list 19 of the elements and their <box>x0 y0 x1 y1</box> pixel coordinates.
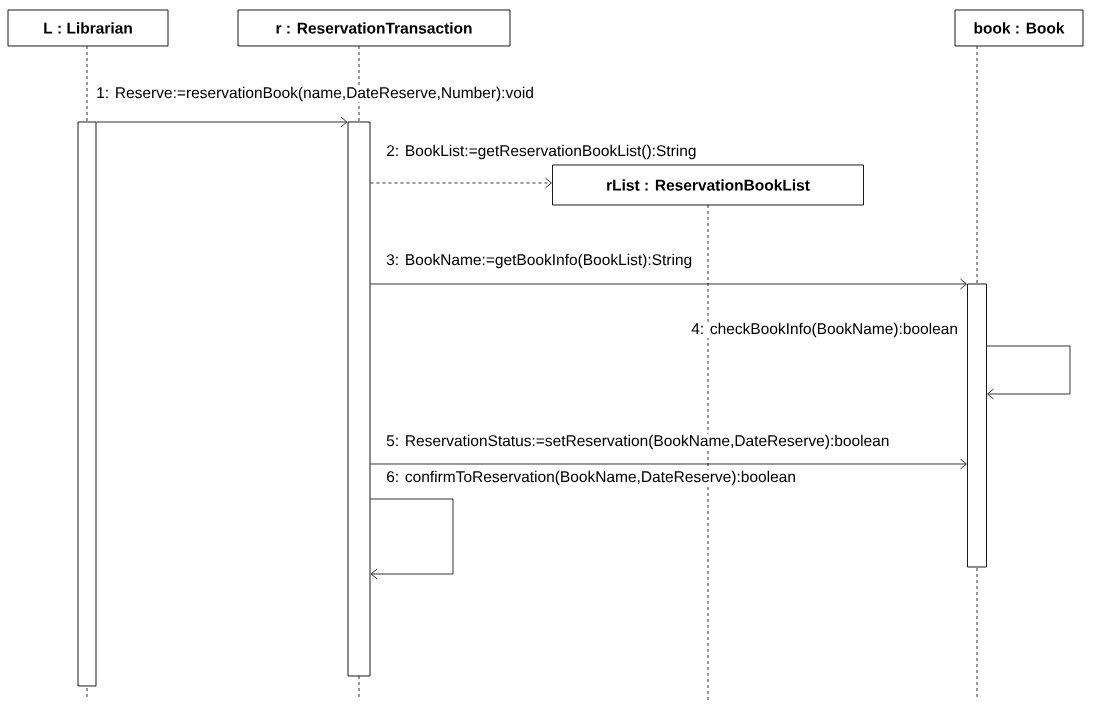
message-label: 6: confirmToReservation(BookName,DateReserve):boolean <box>385 469 797 487</box>
object-box: L : Librarian <box>7 9 169 47</box>
message-arrow <box>370 278 967 290</box>
message-label: 5: ReservationStatus:=setReservation(BookName,DateReserve):boolean <box>385 433 891 451</box>
object-box: book : Book <box>954 9 1084 47</box>
message-label: 3: BookName:=getBookInfo(BookList):String <box>385 252 694 270</box>
message-label: 4: checkBookInfo(BookName):boolean <box>690 321 959 339</box>
message-label: 2: BookList:=getReservationBookList():String <box>385 143 698 161</box>
activation-bar <box>77 121 97 687</box>
message-arrow <box>96 116 348 128</box>
activation-bar <box>347 121 371 677</box>
object-box: r : ReservationTransaction <box>237 9 511 47</box>
activation-bar <box>967 283 987 568</box>
message-arrow <box>370 177 552 189</box>
object-box: rList : ReservationBookList <box>552 164 864 206</box>
message-arrow <box>986 345 1071 400</box>
message-arrow <box>370 458 967 470</box>
message-label: 1: Reserve:=reservationBook(name,DateReserve,Number):void <box>95 85 535 103</box>
message-arrow <box>370 498 454 580</box>
